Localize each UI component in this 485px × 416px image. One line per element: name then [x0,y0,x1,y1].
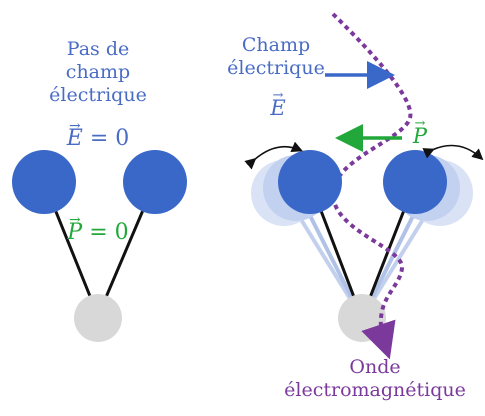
no-field-line-2: champ [22,61,174,84]
wave-line-1: Onde [280,356,470,379]
left-field-equation: E = 0 [22,126,174,153]
right-field-symbol-wrap: E [266,96,290,122]
field-line-1: Champ [226,34,326,57]
left-polarization-value: = 0 [89,220,128,245]
right-atom-left [278,150,342,214]
wave-label: Onde électromagnétique [280,356,470,402]
right-rotation-arrow [432,146,481,159]
left-atom-right [123,150,187,214]
no-field-label: Pas de champ électrique [22,38,174,108]
right-polarization-symbol: P [413,124,427,150]
left-field-symbol: E [67,126,83,153]
right-atom-right [383,150,447,214]
left-atom-left [12,150,76,214]
left-polarization-symbol: P [67,220,82,247]
no-field-line-1: Pas de [22,38,174,61]
field-label: Champ électrique [226,34,326,80]
right-field-symbol: E [270,96,285,122]
left-center-atom [74,294,122,342]
right-polarization-symbol-wrap: P [408,124,432,150]
no-field-line-3: électrique [22,84,174,107]
wave-line-2: électromagnétique [280,379,470,402]
left-polarization-equation: P = 0 [44,220,152,247]
field-line-2: électrique [226,57,326,80]
left-field-value: = 0 [90,126,129,151]
right-center-atom [338,294,386,342]
